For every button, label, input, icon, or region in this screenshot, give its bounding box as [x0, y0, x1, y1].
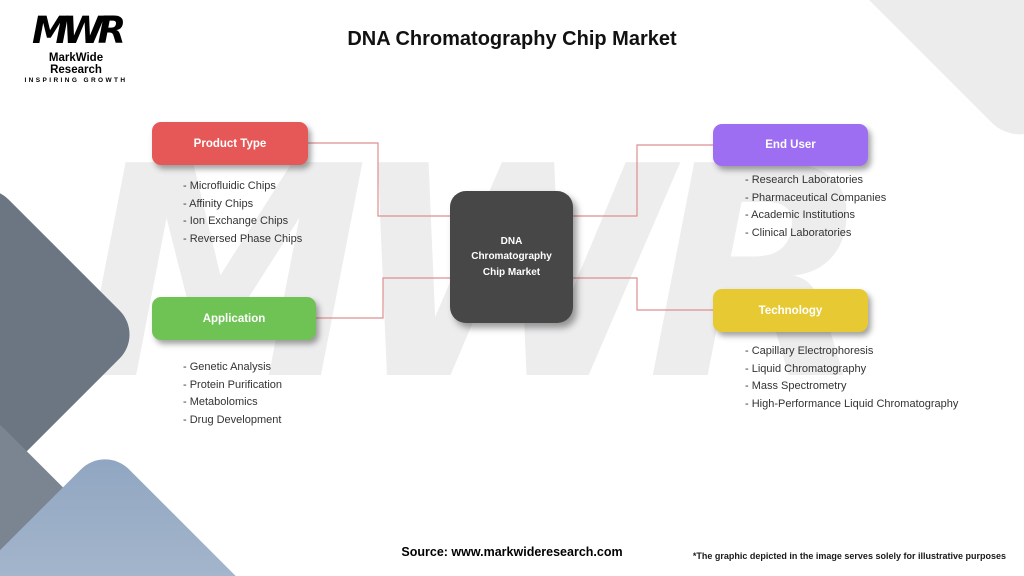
connector-product-type	[307, 142, 451, 217]
page-title: DNA Chromatography Chip Market	[347, 28, 677, 50]
logo-tagline: INSPIRING GROWTH	[24, 76, 128, 84]
list-item: - Affinity Chips	[183, 197, 254, 210]
list-item: - Microfluidic Chips	[183, 180, 276, 192]
list-item: - Metabolomics	[183, 396, 258, 408]
disclaimer-text: *The graphic depicted in the image serve…	[692, 551, 1006, 561]
application-list: - Genetic Analysis - Protein Purificatio…	[183, 359, 282, 429]
connector-technology	[572, 277, 713, 311]
connector-end-user	[572, 144, 713, 217]
list-item: - Clinical Laboratories	[745, 226, 852, 239]
node-product-type: Product Type	[152, 122, 308, 165]
list-item: - High-Performance Liquid Chromatography	[745, 397, 959, 410]
logo-company-name: MarkWide Research	[48, 51, 104, 76]
list-item: - Research Laboratories	[745, 174, 864, 186]
list-item: - Protein Purification	[183, 378, 283, 391]
list-item: - Capillary Electrophoresis	[745, 345, 874, 357]
list-item: - Academic Institutions	[745, 209, 856, 221]
list-item: - Drug Development	[183, 413, 282, 426]
connector-application	[315, 277, 451, 319]
company-logo: MWR MarkWide Research INSPIRING GROWTH	[22, 9, 130, 84]
logo-monogram: MWR	[31, 9, 126, 52]
node-end-user: End User	[713, 124, 868, 166]
list-item: - Mass Spectrometry	[745, 380, 847, 392]
source-text: Source: www.markwideresearch.com	[401, 545, 623, 559]
center-node-market: DNA Chromatography Chip Market	[450, 191, 573, 323]
list-item: - Ion Exchange Chips	[183, 215, 289, 227]
technology-list: - Capillary Electrophoresis - Liquid Chr…	[745, 343, 958, 413]
node-technology: Technology	[713, 289, 868, 332]
list-item: - Reversed Phase Chips	[183, 232, 303, 245]
node-application: Application	[152, 297, 316, 340]
product-type-list: - Microfluidic Chips - Affinity Chips - …	[183, 178, 302, 248]
end-user-list: - Research Laboratories - Pharmaceutical…	[745, 172, 886, 242]
list-item: - Genetic Analysis	[183, 361, 272, 373]
list-item: - Liquid Chromatography	[745, 362, 867, 375]
list-item: - Pharmaceutical Companies	[745, 191, 887, 204]
